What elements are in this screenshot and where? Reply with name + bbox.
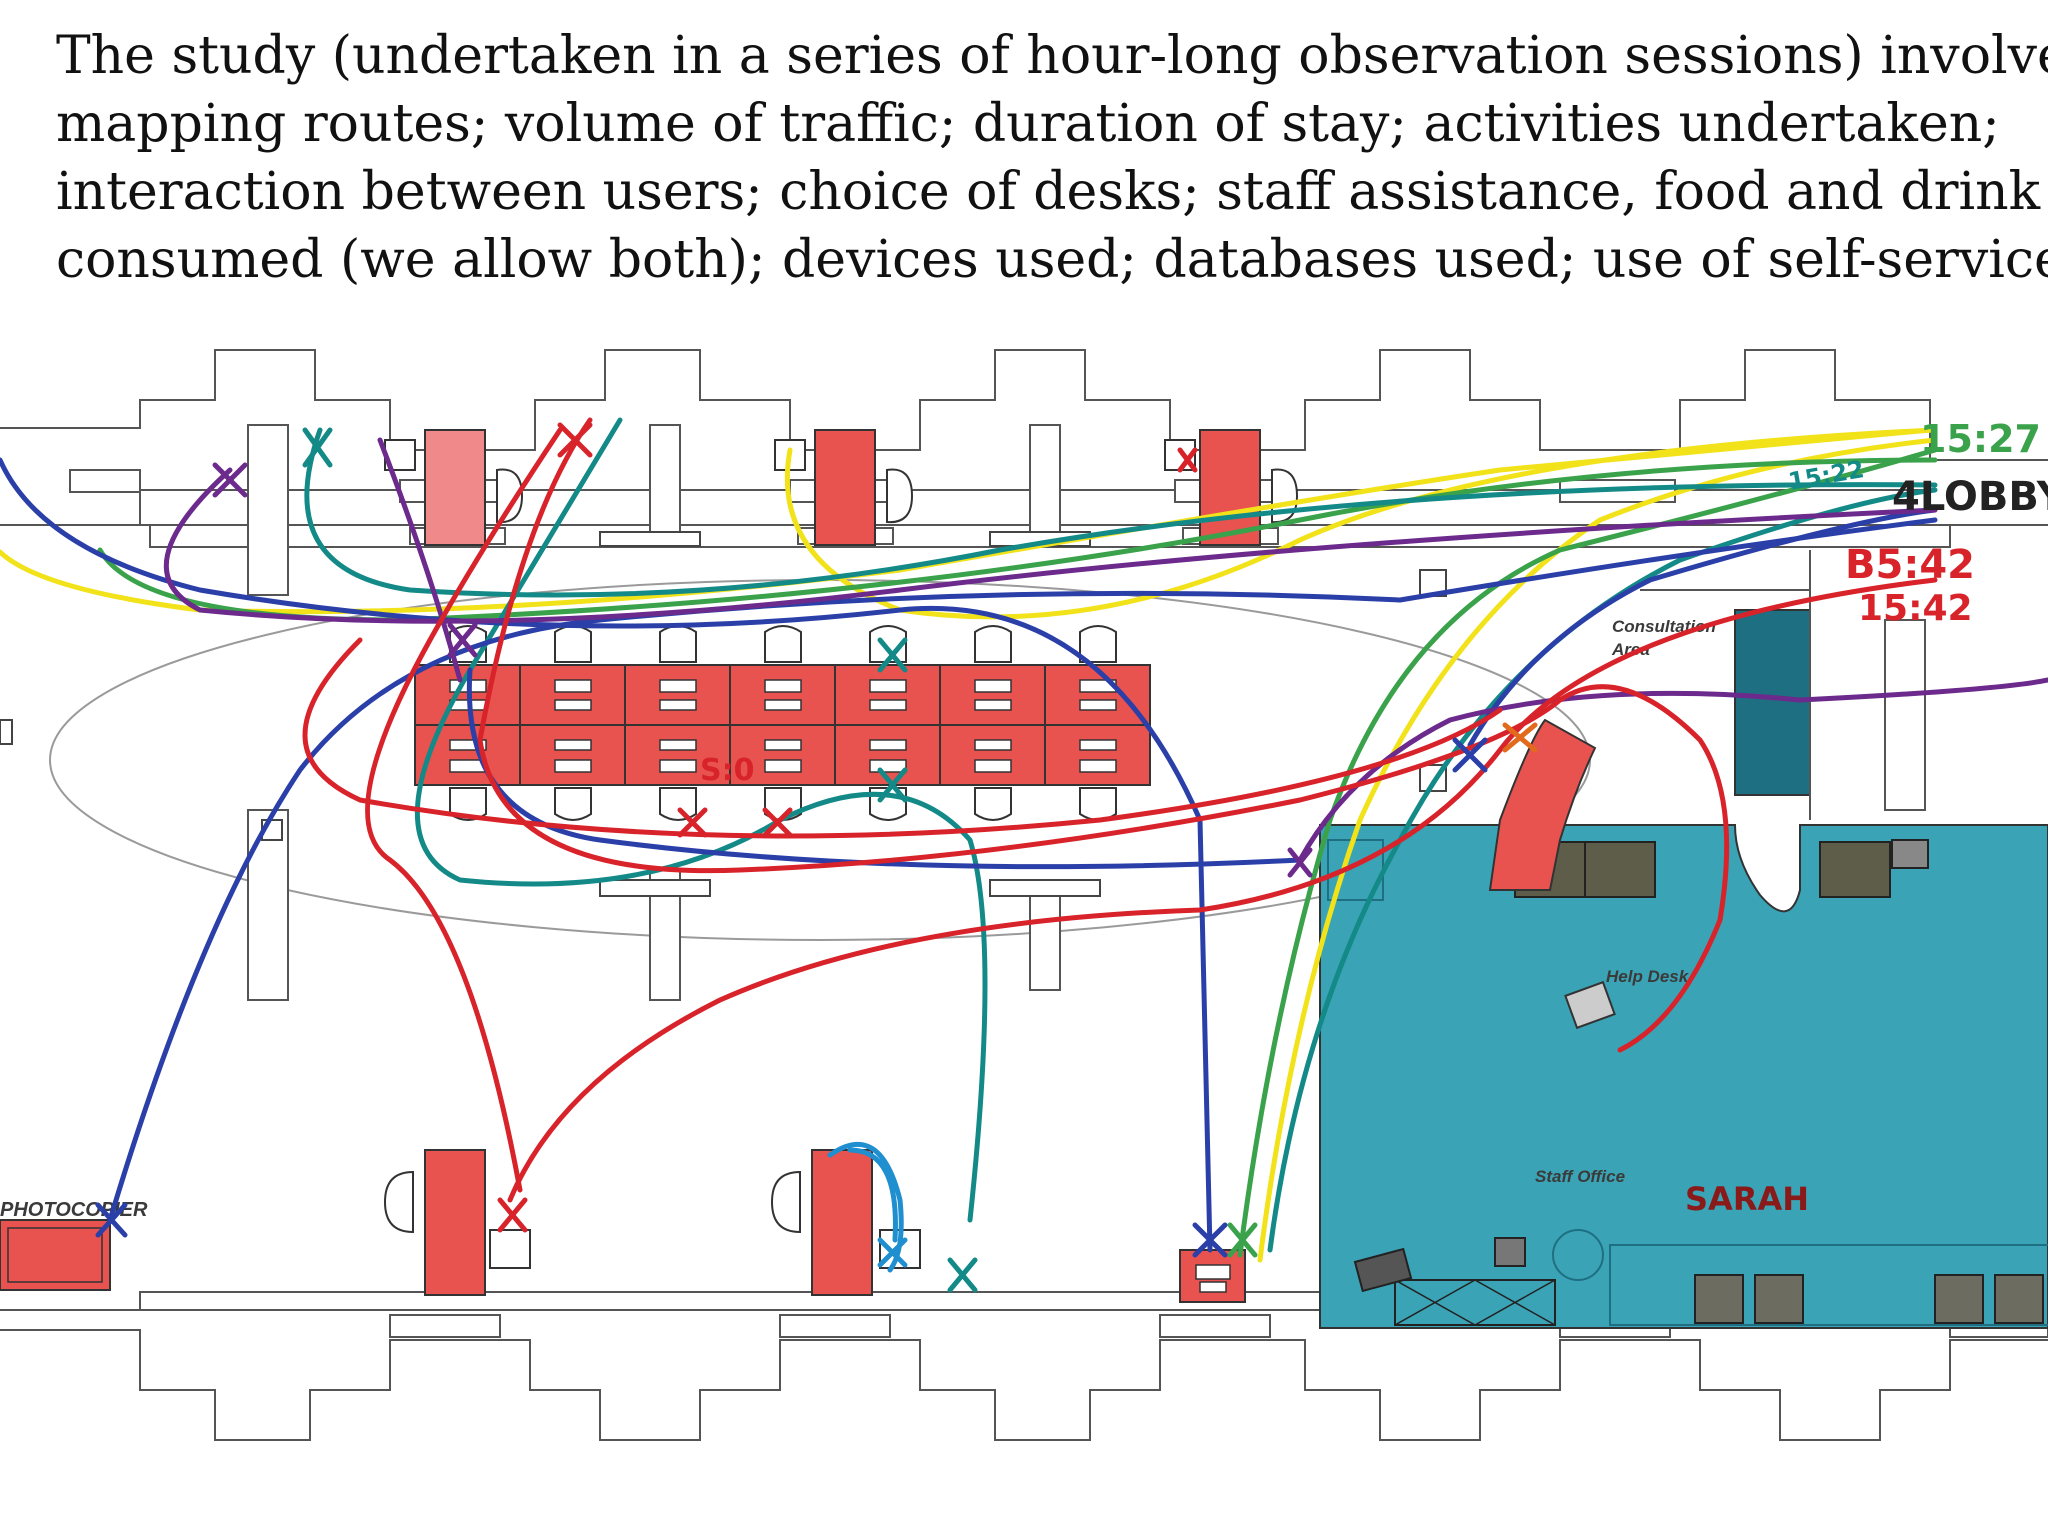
route-yellow-2 xyxy=(784,427,1938,620)
route-red-2 xyxy=(477,417,1730,1053)
caption-line: mapping routes; volume of traffic; durat… xyxy=(56,94,2000,154)
caption-line: The study (undertaken in a series of hou… xyxy=(56,26,2048,86)
caption-line: interaction between users; choice of des… xyxy=(56,162,2041,222)
route-red-4 xyxy=(302,637,1503,839)
top-study-desks xyxy=(384,429,1299,546)
observation-routes xyxy=(0,417,2048,1273)
consultation-area: Consultation Area xyxy=(1611,550,1926,820)
route-teal xyxy=(304,427,1938,598)
sarah-label: SARAH xyxy=(1685,1180,1809,1218)
staff-office-label: Staff Office xyxy=(1535,1167,1625,1186)
route-endpoints xyxy=(95,422,1538,1293)
route-red-3 xyxy=(507,577,1938,1203)
help-desk: Help Desk xyxy=(1488,718,1690,1030)
route-green-2 xyxy=(1237,447,1938,1258)
consultation-area-label-2: Area xyxy=(1611,640,1650,659)
self-service-kiosk xyxy=(1179,1249,1246,1303)
photocopier-label: PHOTOCOPIER xyxy=(0,1199,148,1221)
route-blue-2 xyxy=(1467,507,1938,748)
photocopier: PHOTOCOPIER xyxy=(0,1199,148,1291)
caption-text: The study (undertaken in a series of hou… xyxy=(56,22,2048,294)
central-desk-block xyxy=(414,625,1151,821)
route-red xyxy=(365,427,563,1193)
route-blue xyxy=(0,457,1213,1253)
mid-note-label: S:0 xyxy=(700,753,754,788)
route-purple-3 xyxy=(1297,677,2048,863)
time-1542-label: 15:42 xyxy=(1858,588,1973,629)
route-cyan xyxy=(827,1141,904,1273)
caption-line: consumed (we allow both); devices used; … xyxy=(56,230,2048,290)
benches xyxy=(0,531,1447,897)
staff-office: Staff Office xyxy=(1319,824,2048,1329)
route-purple xyxy=(163,467,1938,624)
time-1527-label: 15:27 xyxy=(1920,417,2041,461)
floor-plan: PHOTOCOPIER Consultation Area xyxy=(0,349,2048,1441)
bottom-wall xyxy=(0,1309,2048,1441)
lobby-label: 4LOBBY xyxy=(1892,474,2048,520)
time-b542-label: B5:42 xyxy=(1845,542,1975,588)
help-desk-label: Help Desk xyxy=(1606,967,1690,986)
route-teal-2 xyxy=(414,417,988,1223)
route-yellow-3 xyxy=(1257,437,1938,1263)
bottom-study-desks xyxy=(383,1149,921,1296)
